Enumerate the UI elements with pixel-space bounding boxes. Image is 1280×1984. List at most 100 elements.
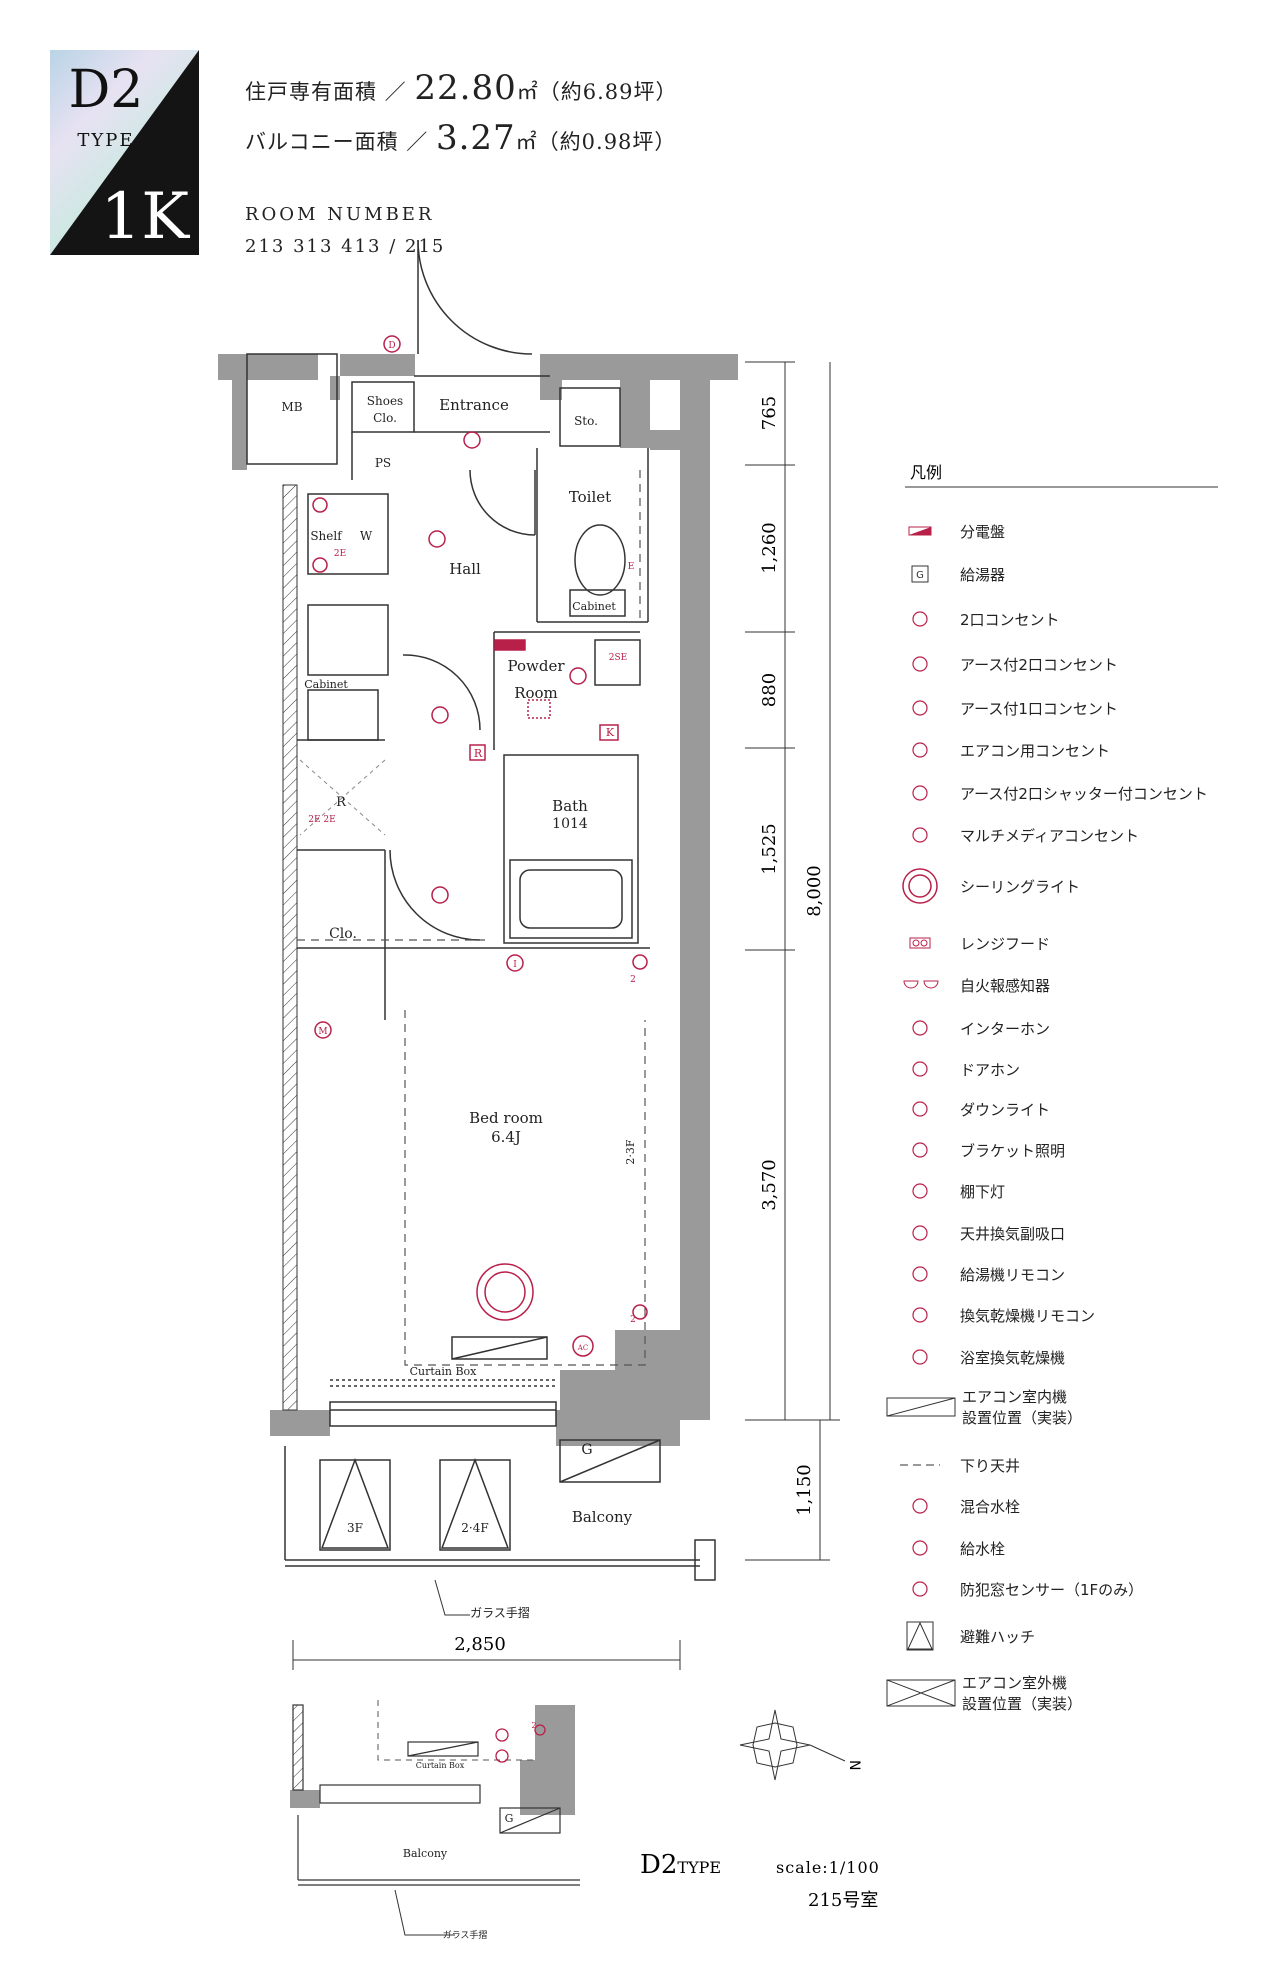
water-faucet-icon [900,1539,940,1557]
legend-item-label: エアコン室外機設置位置（実装） [962,1672,1082,1714]
dim-width: 2,850 [454,1634,506,1655]
outlet-e-toilet: E [628,562,635,572]
legend-item-label-line1: エアコン室内機 [962,1388,1068,1406]
room-number-values: 213 313 413 / 215 [245,236,446,257]
footer-scale: scale:1/100 [776,1858,880,1877]
lower-glass-rail: ガラス手摺 [443,1929,488,1941]
multimedia-outlet-icon [900,826,940,844]
room-sto: Sto. [574,414,598,428]
ceiling-light-icon [900,866,940,906]
remote-k-mark: K [606,726,615,739]
legend-item: アース付2口シャッター付コンセント [900,778,1208,808]
footer-room: 215号室 [808,1890,878,1911]
downlight-icon [900,1100,940,1118]
intercom-icon [900,1019,940,1037]
ceiling-note: 2·3F [624,1139,637,1164]
room-bath-size: 1014 [552,816,588,832]
room-powder-room: Room [514,684,558,702]
dim-total: 8,000 [804,865,825,917]
legend-item: 防犯窓センサー（1Fのみ） [900,1574,1143,1604]
room-r: R [336,795,347,810]
balcony-area-suffix: ㎡（約0.98坪） [515,130,677,154]
type-badge: D2 TYPE 1K [50,50,199,255]
legend-item: ドアホン [900,1054,1020,1084]
legend-item-label: 浴室換気乾燥機 [960,1348,1066,1367]
intercom-mark: I [513,960,517,970]
legend-item-label: エアコン室内機設置位置（実装） [962,1386,1082,1428]
room-clo: Clo. [329,926,357,942]
room-mb: MB [281,400,302,414]
legend-item-label-line2: 設置位置（実装） [962,1409,1083,1427]
balcony-area-value: 3.27 [435,118,516,158]
legend-item: 棚下灯 [900,1176,1005,1206]
lower-balcony: Balcony [403,1847,448,1860]
outlet-2e: 2E [334,549,346,559]
legend-item: ダウンライト [900,1094,1050,1124]
legend-item-label: 給湯機リモコン [960,1265,1066,1284]
room-ps: PS [375,456,391,470]
remote-r-mark: R [474,747,483,760]
window-sensor-icon [900,1580,940,1598]
ceiling-vent-icon [900,1224,940,1242]
range-hood-icon [900,937,940,949]
heater-remote-icon [900,1265,940,1283]
legend-item-label: レンジフード [960,934,1051,953]
legend-item-label: 分電盤 [960,522,1006,541]
legend-item: エアコン室外機設置位置（実装） [886,1674,1082,1713]
room-shoes: Shoes [367,394,403,408]
badge-layout: 1K [100,180,189,254]
dryer-remote-icon [900,1306,940,1324]
dim-1260: 1,260 [759,522,780,574]
room-bedroom-size: 6.4J [491,1128,521,1146]
legend-item: 給湯機リモコン [900,1259,1065,1289]
legend-item: アース付2口コンセント [900,649,1118,679]
legend-item-label: 換気乾燥機リモコン [960,1306,1096,1325]
legend-item: エアコン用コンセント [900,735,1110,765]
glass-rail: ガラス手摺 [470,1605,530,1620]
legend-item-label: アース付2口コンセント [960,655,1118,674]
under-shelf-light-icon [900,1182,940,1200]
legend-item: 下り天井 [900,1450,1020,1480]
room-bath: Bath [552,797,588,815]
bath-dryer-icon [900,1348,940,1366]
legend-item: 避難ハッチ [900,1621,1035,1651]
ac-outlet-icon [900,741,940,759]
room-w: W [360,529,373,543]
legend-item-label: 天井換気副吸口 [960,1224,1066,1243]
indoor-ac-icon [886,1396,956,1418]
legend-item-label: 避難ハッチ [960,1627,1036,1646]
door-phone-mark: D [388,341,395,351]
ac-outlet-mark: AC [577,1344,588,1352]
grounded-double-outlet-icon [900,655,940,673]
legend-item-label: エアコン用コンセント [960,741,1111,760]
room-shoes-clo: Clo. [373,411,397,425]
legend-item-label: 自火報感知器 [960,976,1051,995]
legend-item: 混合水栓 [900,1491,1020,1521]
legend-item: 給水栓 [900,1533,1005,1563]
room-toilet: Toilet [569,488,611,506]
outlet-2-bedroom-low: 2 [630,1315,636,1325]
legend-item-label: 下り天井 [960,1456,1021,1475]
legend-item: マルチメディアコンセント [900,820,1139,850]
escape-hatch-icon [900,1621,940,1651]
bracket-light-icon [900,1141,940,1159]
outdoor-ac-icon [886,1678,956,1708]
legend-title: 凡例 [910,463,942,482]
outlet-2e-2e: 2E 2E [308,815,335,825]
lower-outlet-2: 2 [531,1721,536,1730]
room-number-heading: ROOM NUMBER [245,204,435,225]
legend-item-label: ダウンライト [960,1100,1051,1119]
dim-1525: 1,525 [759,823,780,875]
shutter-outlet-icon [900,784,940,802]
room-powder: Powder [507,657,565,675]
legend-item-label-line1: エアコン室外機 [962,1674,1068,1692]
legend-item: 天井換気副吸口 [900,1218,1065,1248]
legend-item-label: インターホン [960,1019,1051,1038]
legend-item: ブラケット照明 [900,1135,1065,1165]
unit-area-label: 住戸専有面積 ／ [245,80,407,104]
room-bedroom: Bed room [469,1109,543,1127]
legend-item: 換気乾燥機リモコン [900,1300,1095,1330]
legend-item-label: ドアホン [960,1060,1021,1079]
footer-type: D2TYPE [640,1850,721,1880]
svg-text:G: G [916,570,924,581]
